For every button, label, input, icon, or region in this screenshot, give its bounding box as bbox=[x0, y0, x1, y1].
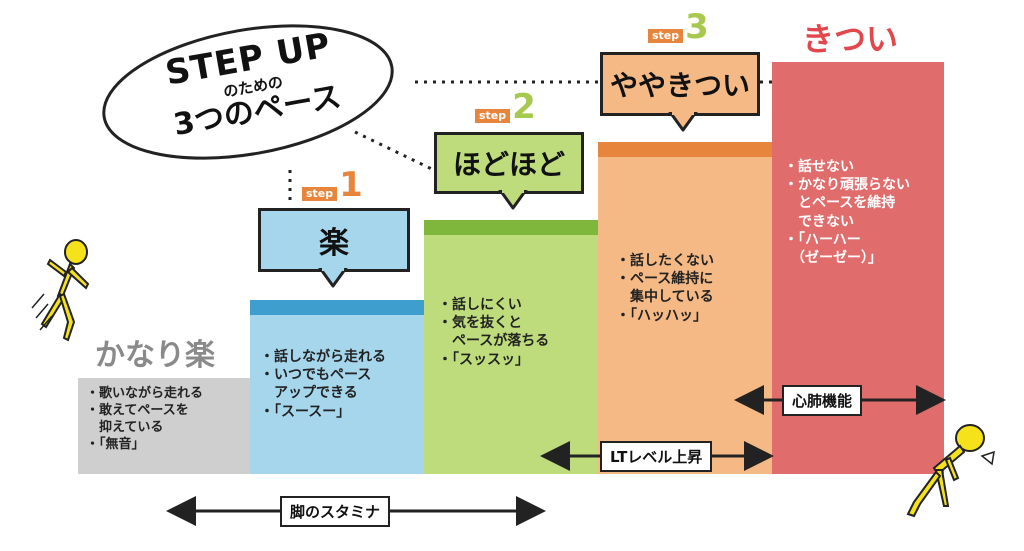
moderate-bullets: ・話しにくい ・気を抜くと ペースが落ちる ・「スッスッ」 bbox=[438, 296, 549, 369]
list-item: 抑えている bbox=[86, 419, 164, 435]
step-2-word: step bbox=[475, 108, 511, 123]
list-item: ・敢えてペースを bbox=[86, 402, 189, 418]
very-easy-bullets: ・歌いながら走れる ・敢えてペースを 抑えている ・「無音」 bbox=[86, 386, 203, 454]
easy-bullets: ・話しながら走れる ・いつでもペース アップできる ・「スースー」 bbox=[260, 348, 386, 421]
somewhat-hard-label-text: ややきつい bbox=[609, 69, 750, 102]
easy-top-bar bbox=[250, 300, 424, 315]
column-easy: ・話しながら走れる ・いつでもペース アップできる ・「スースー」 bbox=[250, 300, 424, 474]
step-1-number: 1 bbox=[339, 165, 363, 205]
step-1-tag: step 1 bbox=[302, 165, 363, 205]
stamina-label: 脚のスタミナ bbox=[280, 496, 391, 527]
list-item: できない bbox=[784, 213, 854, 230]
list-item: ・話したくない bbox=[616, 253, 714, 269]
list-item: ・話せない bbox=[784, 159, 854, 175]
moderate-label-text: ほどほど bbox=[452, 148, 565, 181]
somewhat-hard-pointer bbox=[668, 112, 698, 132]
easy-label-text: 楽 bbox=[319, 226, 349, 261]
easy-pointer bbox=[318, 268, 348, 288]
list-item: 集中している bbox=[616, 289, 714, 306]
list-item: ・ペース維持に bbox=[616, 271, 714, 288]
runner-jumping-icon bbox=[31, 239, 90, 342]
step-2-tag: step 2 bbox=[475, 87, 536, 127]
step-3-tag: step 3 bbox=[648, 7, 709, 47]
list-item: ・気を抜くと bbox=[438, 315, 522, 332]
list-item: ・歌いながら走れる bbox=[86, 386, 204, 401]
list-item: ・「スッスッ」 bbox=[438, 351, 529, 368]
list-item: ・話しながら走れる bbox=[260, 349, 386, 365]
list-item: ・話しにくい bbox=[438, 297, 522, 313]
list-item: ・「無音」 bbox=[86, 436, 145, 452]
cardio-label: 心肺機能 bbox=[782, 385, 863, 416]
hard-bullets: ・話せない ・かなり頑張らない とペースを維持 できない ・「ハーハー （ゼーゼ… bbox=[784, 158, 910, 267]
list-item: ・「ハッハッ」 bbox=[616, 307, 707, 324]
column-very-easy: ・歌いながら走れる ・敢えてペースを 抑えている ・「無音」 bbox=[78, 378, 250, 474]
step-3-word: step bbox=[648, 28, 684, 43]
column-moderate: ・話しにくい ・気を抜くと ペースが落ちる ・「スッスッ」 bbox=[424, 220, 598, 474]
moderate-top-bar bbox=[424, 220, 598, 235]
list-item: ペースが落ちる bbox=[438, 333, 550, 350]
moderate-label: ほどほど bbox=[434, 132, 584, 194]
list-item: ・「スースー」 bbox=[260, 403, 351, 420]
runner-tired-icon bbox=[906, 424, 995, 518]
very-easy-heading: かなり楽 bbox=[95, 338, 215, 373]
list-item: ・いつでもペース bbox=[260, 367, 372, 384]
moderate-pointer bbox=[498, 190, 528, 210]
step-3-number: 3 bbox=[685, 7, 709, 47]
hard-heading: きつい bbox=[802, 20, 899, 58]
list-item: とペースを維持 bbox=[784, 195, 896, 212]
step-2-number: 2 bbox=[512, 87, 536, 127]
list-item: ・「ハーハー bbox=[784, 231, 861, 248]
step-1-word: step bbox=[302, 186, 338, 201]
list-item: アップできる bbox=[260, 385, 358, 402]
somewhat-hard-bullets: ・話したくない ・ペース維持に 集中している ・「ハッハッ」 bbox=[616, 252, 714, 325]
intro-badge: STEP UP のための 3つのペース bbox=[98, 22, 398, 162]
somewhat-hard-top-bar bbox=[598, 142, 772, 157]
somewhat-hard-label: ややきつい bbox=[600, 52, 760, 116]
lt-level-label: LTレベル上昇 bbox=[600, 441, 713, 472]
list-item: （ゼーゼー）」 bbox=[784, 249, 882, 266]
list-item: ・かなり頑張らない bbox=[784, 177, 910, 194]
column-somewhat-hard: ・話したくない ・ペース維持に 集中している ・「ハッハッ」 bbox=[598, 142, 772, 474]
